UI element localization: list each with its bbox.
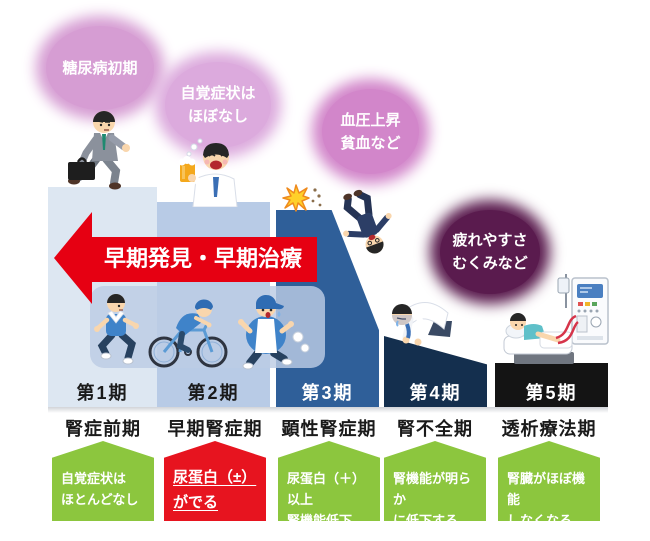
bubble-text: むくみなど (452, 255, 528, 272)
early-treatment-arrow-label: 早期発見・早期治療 (103, 246, 302, 271)
note-text: しなくなる (507, 513, 573, 528)
bubble-text: 糖尿病初期 (62, 59, 138, 77)
note-text: 自覚症状は (61, 471, 127, 486)
bubble-text: 自覚症状は (180, 85, 256, 102)
stage5-period-label: 第5期 (525, 383, 578, 403)
stage4-note-box: 腎機能が明らか に低下する (384, 441, 486, 521)
drinking-man-illustration (178, 138, 238, 207)
stage2-name-label: 早期腎症期 (167, 419, 263, 439)
symptom-bubble-stage4: 疲れやすさ むくみなど (440, 210, 540, 294)
bubble-text: 疲れやすさ (452, 232, 528, 249)
walking-businessman-illustration (68, 111, 130, 190)
note-text: 尿蛋白（±） (173, 469, 257, 486)
stage1-period-label: 第1期 (76, 383, 129, 403)
note-text: 尿蛋白（＋）以上 (287, 471, 366, 507)
jogger-illustration (238, 294, 310, 370)
dialysis-patient-illustration (503, 274, 609, 364)
stage2-note-box: 尿蛋白（±） がでる (164, 441, 266, 521)
note-text: 腎機能が明らか (393, 471, 472, 507)
stage1-name-label: 腎症前期 (65, 419, 141, 439)
crash-spark-icon (282, 184, 322, 212)
symptom-bubble-stage3: 血圧上昇 貧血など (322, 89, 419, 174)
runner-illustration (94, 294, 139, 365)
note-text: がでる (173, 494, 219, 511)
stage3-name-label: 顕性腎症期 (281, 419, 377, 439)
note-text: ほとんどなし (61, 492, 139, 507)
falling-man-illustration (343, 189, 392, 254)
bubble-text: ほぼなし (187, 108, 248, 125)
stage3-period-label: 第3期 (301, 383, 354, 403)
note-text: 腎臓がほぼ機能 (507, 471, 586, 507)
stage3-note-box: 尿蛋白（＋）以上 腎機能低下 (278, 441, 380, 521)
symptom-bubble-stage1: 糖尿病初期 (46, 26, 154, 110)
note-text: 腎機能低下 (287, 513, 353, 528)
exhausted-man-illustration (392, 302, 452, 346)
bubble-text: 血圧上昇 (340, 111, 401, 129)
bubble-text: 貧血など (340, 134, 401, 152)
staircase-shadow (48, 407, 608, 413)
symptom-bubble-stage2: 自覚症状は ほぼなし (165, 62, 271, 148)
early-treatment-arrow (54, 212, 317, 304)
stage4-period-label: 第4期 (409, 383, 462, 403)
stage5-step (495, 363, 608, 407)
stage5-name-label: 透析療法期 (501, 419, 597, 439)
stage5-note-box: 腎臓がほぼ機能 しなくなる (498, 441, 600, 521)
stage1-note-box: 自覚症状は ほとんどなし (52, 441, 154, 521)
stage2-period-label: 第2期 (187, 383, 240, 403)
cyclist-illustration (148, 299, 228, 368)
note-text: に低下する (393, 513, 459, 528)
stage4-name-label: 腎不全期 (397, 419, 473, 439)
